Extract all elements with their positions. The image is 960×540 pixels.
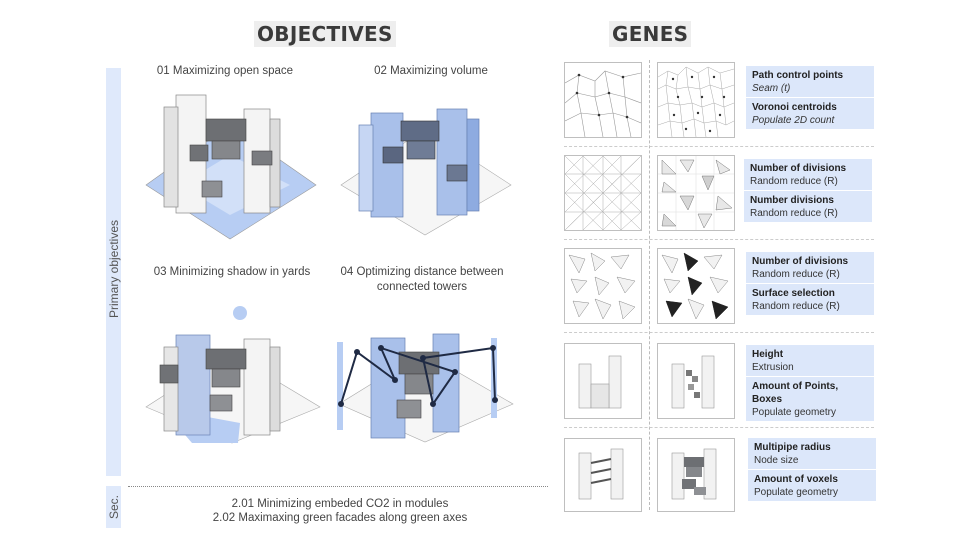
objective-04-illustration — [337, 333, 514, 443]
gene-path-control-points: Path control points Seam (t) — [746, 66, 874, 97]
secondary-objectives-label: Sec. — [107, 495, 121, 520]
gene-height: Height Extrusion — [746, 345, 874, 376]
gene-thumb-multipipe — [564, 438, 642, 512]
gene-subtitle: Random reduce (R) — [750, 176, 838, 187]
gene-thumb-points-boxes — [657, 343, 735, 419]
objective-01-illustration — [145, 94, 317, 240]
gene-title: Surface selection — [752, 288, 835, 299]
objective-02-label: 02 Maximizing volume — [374, 65, 488, 77]
primary-objectives-label: Primary objectives — [107, 219, 121, 319]
genes-heading: GENES — [609, 21, 692, 47]
gene-thumb-surface-divisions — [564, 248, 642, 324]
objective-03-label: 03 Minimizing shadow in yards — [153, 266, 311, 278]
secondary-objective-201: 2.01 Minimizing embeded CO2 in modules — [231, 498, 449, 510]
objective-04-label: 04 Optimizing distance between connected… — [330, 265, 514, 295]
gene-title: Number of divisions — [752, 256, 849, 267]
gene-title: Amount of voxels — [754, 474, 838, 485]
gene-subtitle: Random reduce (R) — [752, 269, 840, 280]
gene-amount-of-voxels: Amount of voxels Populate geometry — [748, 470, 876, 501]
objective-02-illustration — [340, 108, 512, 236]
gene-thumb-surface-selection — [657, 248, 735, 324]
section-divider — [128, 486, 548, 487]
gene-subtitle: Extrusion — [752, 362, 794, 373]
sun-icon — [233, 306, 247, 320]
objective-04-label-line1: 04 Optimizing distance between — [340, 266, 504, 278]
gene-row-divider — [564, 239, 874, 240]
gene-subtitle: Populate 2D count — [752, 115, 835, 126]
objectives-heading: OBJECTIVES — [254, 21, 396, 47]
gene-subtitle: Populate geometry — [752, 407, 836, 418]
gene-subtitle: Random reduce (R) — [750, 208, 838, 219]
gene-row-divider — [564, 427, 874, 428]
gene-subtitle: Populate geometry — [754, 487, 838, 498]
gene-title: Voronoi centroids — [752, 102, 837, 113]
genes-column-divider — [649, 60, 650, 510]
gene-title: Height — [752, 349, 784, 360]
gene-subtitle: Random reduce (R) — [752, 301, 840, 312]
gene-title: Amount of Points, Boxes — [752, 381, 839, 405]
gene-number-of-divisions-1: Number of divisions Random reduce (R) — [744, 159, 872, 190]
gene-thumb-voxels — [657, 438, 735, 512]
gene-thumb-triangulation — [564, 155, 642, 231]
secondary-objective-202: 2.02 Maximaxing green facades along gree… — [212, 512, 468, 524]
gene-thumb-path-control — [564, 62, 642, 138]
secondary-objectives-bar — [106, 486, 121, 528]
gene-row-divider — [564, 332, 874, 333]
gene-voronoi-centroids: Voronoi centroids Populate 2D count — [746, 98, 874, 129]
gene-title: Multipipe radius — [754, 442, 831, 453]
gene-surface-selection: Surface selection Random reduce (R) — [746, 284, 874, 315]
gene-thumb-extrusion — [564, 343, 642, 419]
gene-subtitle: Node size — [754, 455, 799, 466]
gene-title: Path control points — [752, 70, 844, 81]
gene-subtitle: Seam (t) — [752, 83, 791, 94]
gene-thumb-reduced-triangles — [657, 155, 735, 231]
gene-number-of-divisions-2: Number of divisions Random reduce (R) — [746, 252, 874, 283]
secondary-objectives-list: 2.01 Minimizing embeded CO2 in modules 2… — [180, 497, 500, 525]
gene-amount-points-boxes: Amount of Points, Boxes Populate geometr… — [746, 377, 874, 421]
objective-01-label: 01 Maximizing open space — [156, 65, 294, 77]
primary-objectives-bar — [106, 68, 121, 476]
objective-04-label-line2: connected towers — [376, 281, 468, 293]
gene-number-divisions: Number divisions Random reduce (R) — [744, 191, 872, 222]
gene-thumb-voronoi — [657, 62, 735, 138]
objective-03-illustration — [145, 306, 321, 444]
gene-row-divider — [564, 146, 874, 147]
gene-multipipe-radius: Multipipe radius Node size — [748, 438, 876, 469]
gene-title: Number of divisions — [750, 163, 847, 174]
gene-title: Number divisions — [750, 195, 834, 206]
